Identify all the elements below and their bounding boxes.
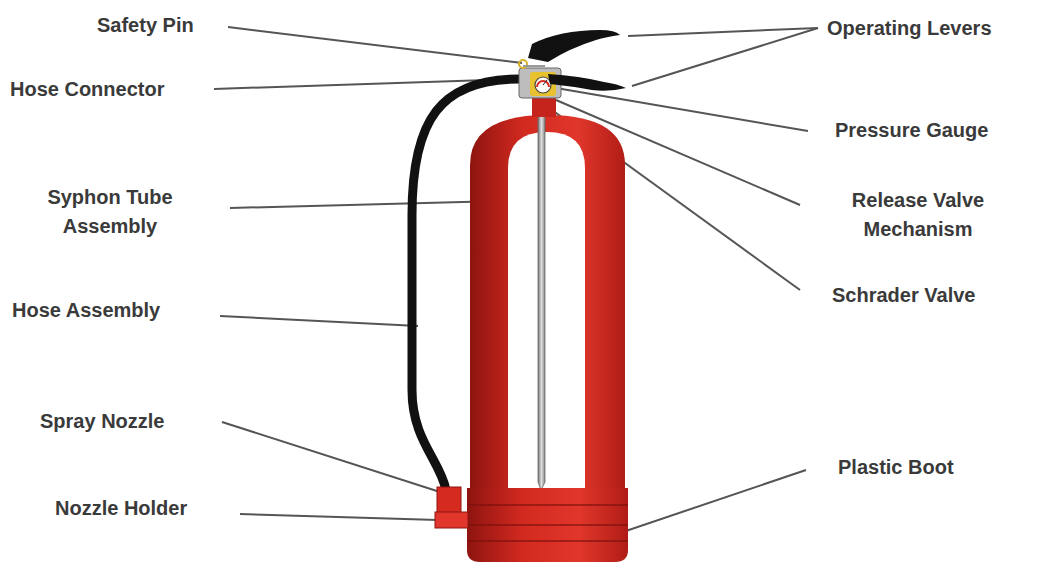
part-label: Nozzle Holder bbox=[55, 496, 187, 520]
upper-lever bbox=[528, 30, 620, 62]
part-label: Pressure Gauge bbox=[835, 118, 988, 142]
spray-nozzle bbox=[437, 487, 461, 513]
pressure-gauge bbox=[535, 77, 551, 93]
hose bbox=[412, 79, 522, 490]
part-label: Hose Assembly bbox=[12, 298, 160, 322]
part-label: Hose Connector bbox=[10, 77, 164, 101]
part-label: Spray Nozzle bbox=[40, 409, 164, 433]
part-label: Syphon Tube Assembly bbox=[20, 183, 200, 241]
nozzle-holder bbox=[435, 512, 468, 528]
part-label: Schrader Valve bbox=[832, 283, 975, 307]
leader-lines bbox=[214, 27, 818, 535]
part-label: Operating Levers bbox=[827, 16, 992, 40]
part-label: Safety Pin bbox=[97, 13, 194, 37]
valve-neck bbox=[532, 97, 556, 117]
part-label: Release Valve Mechanism bbox=[828, 186, 1008, 244]
syphon-tube bbox=[538, 115, 545, 490]
lower-lever bbox=[548, 74, 626, 91]
cutaway bbox=[508, 132, 585, 492]
part-label: Plastic Boot bbox=[838, 455, 954, 479]
plastic-boot bbox=[467, 488, 628, 562]
